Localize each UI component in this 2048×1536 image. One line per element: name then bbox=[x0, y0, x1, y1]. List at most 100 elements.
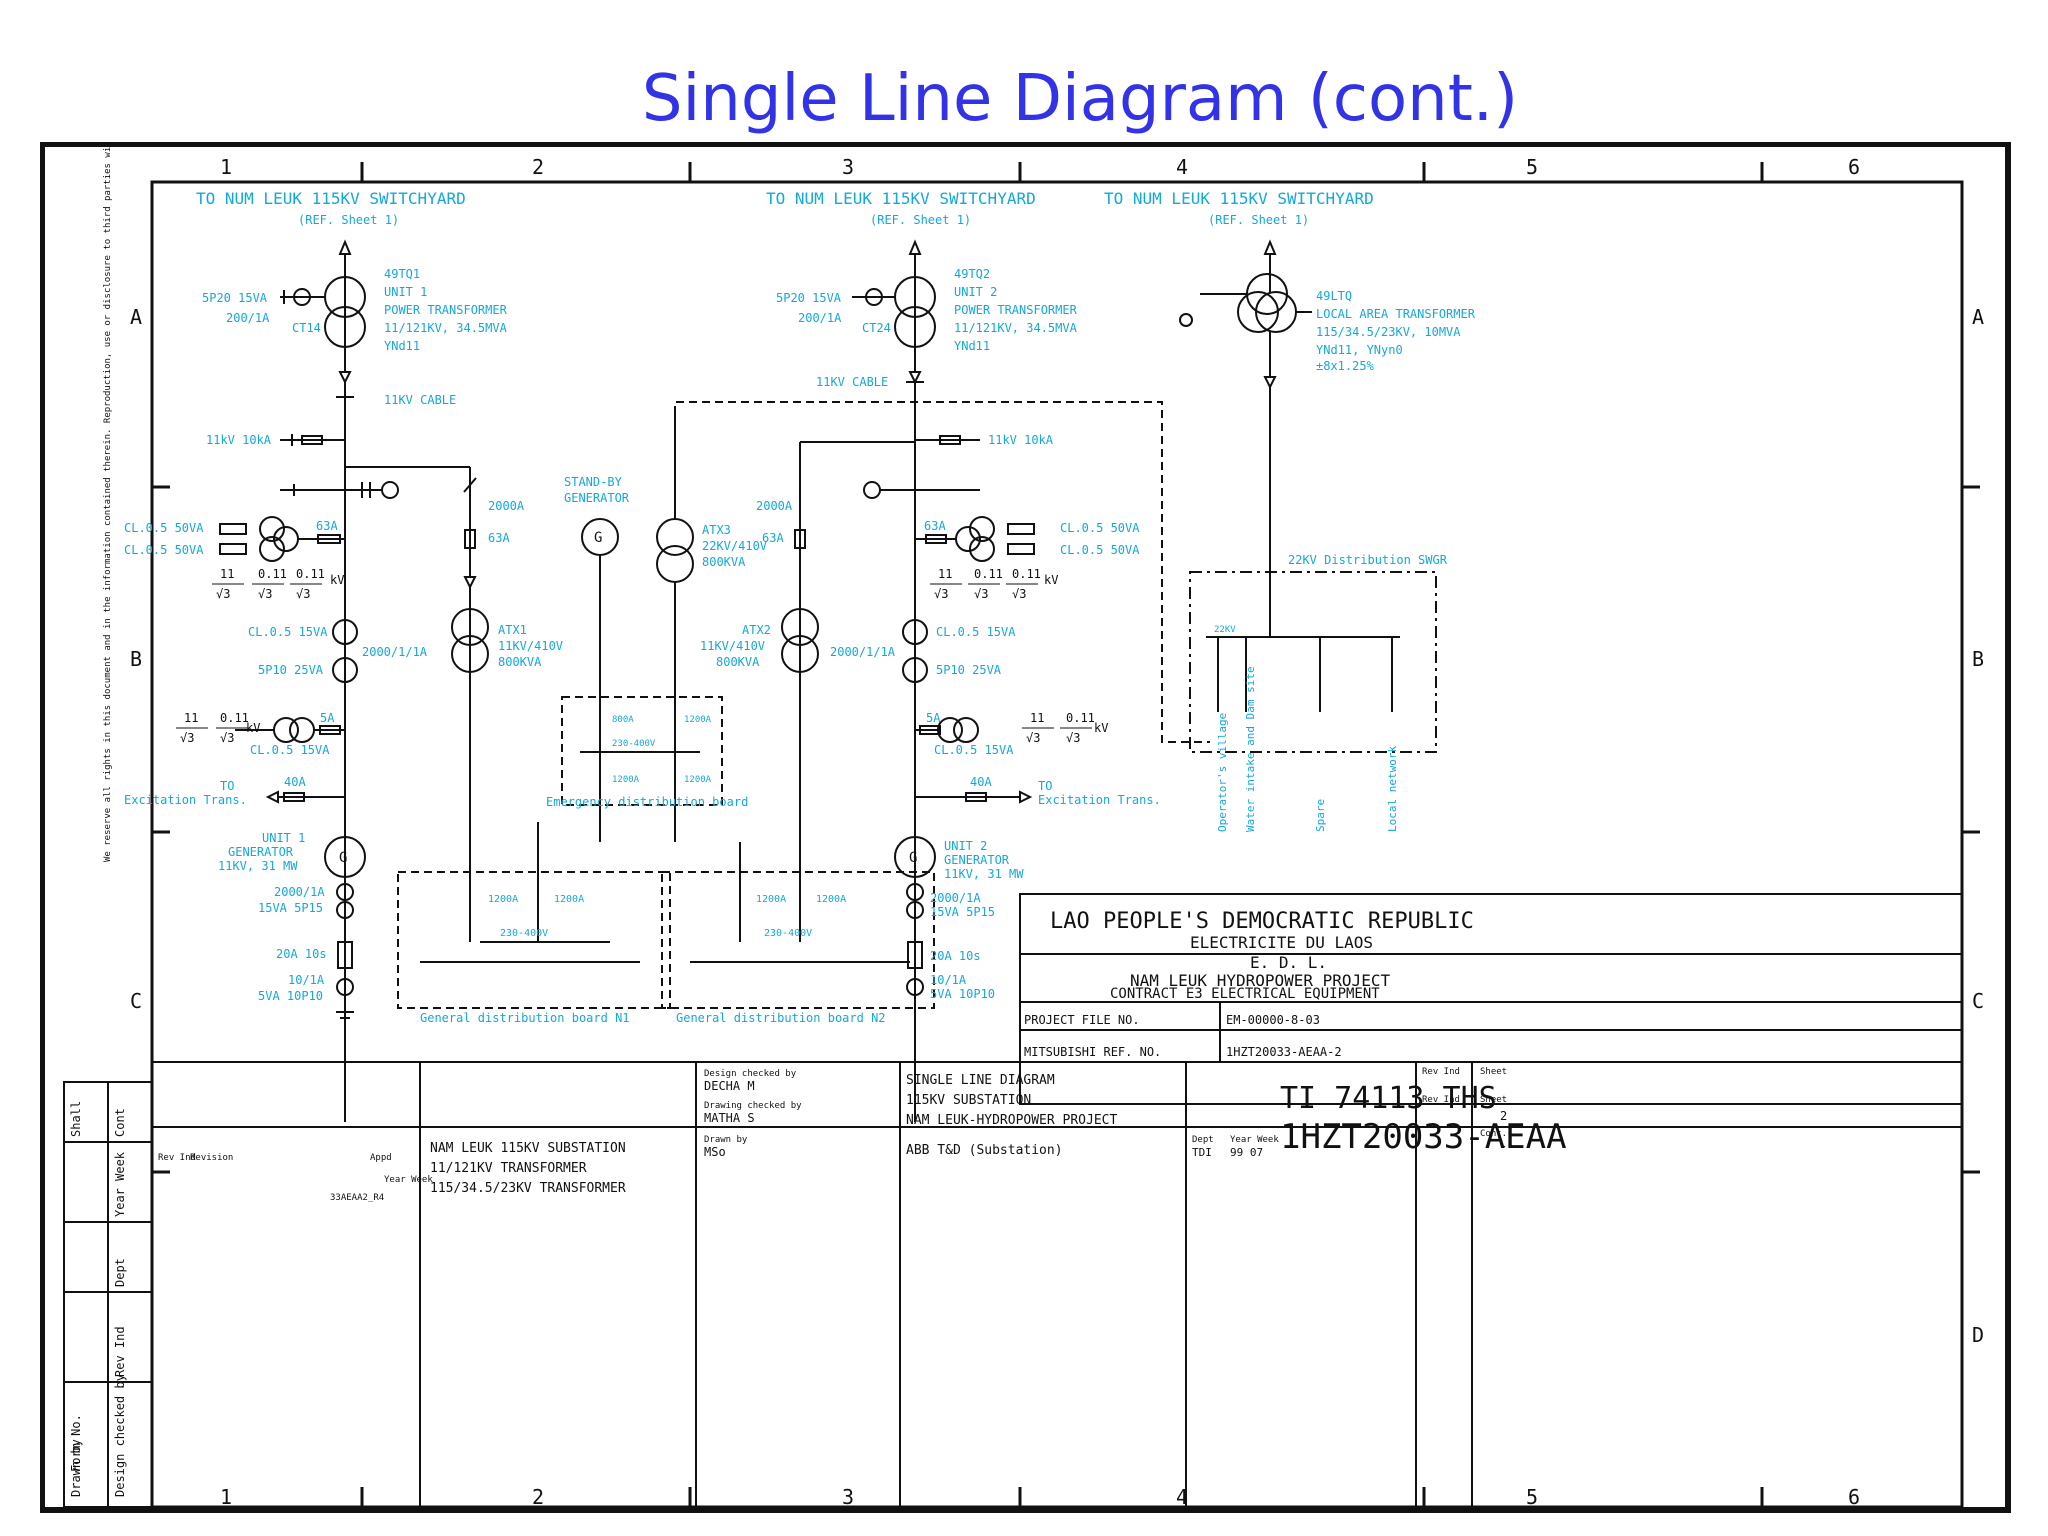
local-top-ref: (REF. Sheet 1) bbox=[1208, 213, 1309, 227]
local-desc: LOCAL AREA TRANSFORMER bbox=[1316, 307, 1476, 321]
single-line-diagram: 1 2 3 4 5 6 1 2 3 4 5 6 A B C A B C D We… bbox=[39, 0, 2011, 1513]
emerg-cb3: 1200A bbox=[612, 775, 640, 785]
svg-text:11: 11 bbox=[938, 567, 952, 581]
svg-text:√3: √3 bbox=[258, 587, 272, 601]
emergency-board bbox=[561, 414, 723, 842]
unit1-ct2-a: CL.0.5 15VA bbox=[248, 625, 328, 639]
unit2-ct2-b: 5P10 25VA bbox=[936, 663, 1002, 677]
col-label-2: 2 bbox=[532, 155, 544, 179]
tb-desc2: 11/121KV TRANSFORMER bbox=[430, 1161, 587, 1176]
atx3-kva: 800KVA bbox=[702, 555, 746, 569]
unit1-ct-ratio: 200/1A bbox=[226, 311, 270, 325]
unit2-g-res: 20A 10s bbox=[930, 949, 981, 963]
tb-dept-value: TDI bbox=[1192, 1146, 1212, 1159]
unit2-vector: YNd11 bbox=[954, 339, 990, 353]
svg-text:√3: √3 bbox=[296, 587, 310, 601]
gdb1-label: General distribution board N1 bbox=[420, 1011, 630, 1025]
tb-rev-label-2: Rev Ind bbox=[1422, 1095, 1460, 1105]
atx1-fuse: 63A bbox=[488, 531, 510, 545]
col-label-3-bottom: 3 bbox=[842, 1485, 854, 1509]
side-form-no: Form No. bbox=[69, 1414, 83, 1472]
svg-text:11: 11 bbox=[1030, 711, 1044, 725]
svg-text:0.11: 0.11 bbox=[1066, 711, 1095, 725]
feeder-operators-village: Operator's village bbox=[1216, 713, 1229, 832]
tb-revision-col: Revision bbox=[190, 1153, 233, 1163]
tb-mr-label: MITSUBISHI REF. NO. bbox=[1024, 1045, 1161, 1059]
emerg-bus: 230-400V bbox=[612, 739, 656, 749]
local-swgr: 22KV Distribution SWGR bbox=[1288, 553, 1448, 567]
unit2-ct2-a: CL.0.5 15VA bbox=[936, 625, 1016, 639]
tb-drc-value: MATHA S bbox=[704, 1111, 755, 1125]
unit1-g-res: 20A 10s bbox=[276, 947, 327, 961]
svg-text:0.11: 0.11 bbox=[220, 711, 249, 725]
tb-dc-label: Design checked by bbox=[704, 1069, 797, 1079]
unit1-exc-label2: Excitation Trans. bbox=[124, 793, 247, 807]
unit1-exc-label: TO bbox=[220, 779, 234, 793]
gdb1-bus: 230-400V bbox=[500, 928, 548, 939]
unit1-unit: UNIT 1 bbox=[384, 285, 427, 299]
local-tap: ±8x1.25% bbox=[1316, 359, 1375, 373]
unit2-ct2-ratio: 2000/1/1A bbox=[830, 645, 896, 659]
col-label-5: 5 bbox=[1526, 155, 1538, 179]
unit2-unit: UNIT 2 bbox=[954, 285, 997, 299]
unit2-cable: 11KV CABLE bbox=[816, 375, 888, 389]
unit1-vt3-class: CL.0.5 15VA bbox=[250, 743, 330, 757]
row-label-b-right: B bbox=[1972, 647, 1984, 671]
row-label-b: B bbox=[130, 647, 142, 671]
svg-text:0.11: 0.11 bbox=[974, 567, 1003, 581]
col-label-4: 4 bbox=[1176, 155, 1188, 179]
tb-rev-label: Rev Ind bbox=[1422, 1067, 1460, 1077]
tb-rev-col: Rev Ind bbox=[158, 1153, 196, 1163]
feeder-local-network: Local network bbox=[1386, 746, 1399, 832]
row-label-c-right: C bbox=[1972, 989, 1984, 1013]
side-design-checked: Design checked by bbox=[113, 1374, 127, 1497]
unit2-exc-label: TO bbox=[1038, 779, 1052, 793]
tb-sheet-value: 2 bbox=[1500, 1109, 1507, 1123]
atx1-cb: 2000A bbox=[488, 499, 525, 513]
unit2-ct-class: 5P20 15VA bbox=[776, 291, 842, 305]
tb-contract: CONTRACT E3 ELECTRICAL EQUIPMENT bbox=[1110, 986, 1380, 1002]
side-cont: Cont bbox=[113, 1108, 127, 1137]
standby-label: STAND-BY bbox=[564, 475, 623, 489]
unit2-vt1: CL.0.5 50VA bbox=[1060, 521, 1140, 535]
svg-text:√3: √3 bbox=[216, 587, 230, 601]
tb-appd-col: Appd bbox=[370, 1153, 392, 1163]
svg-text:kV: kV bbox=[246, 721, 260, 735]
outer-frame bbox=[39, 141, 2011, 1513]
gdb2-cb1: 1200A bbox=[756, 894, 786, 905]
unit2-exc-label2: Excitation Trans. bbox=[1038, 793, 1161, 807]
tb-drc-label: Drawing checked by bbox=[704, 1101, 802, 1111]
tb-yw-value: 99 07 bbox=[1230, 1146, 1263, 1159]
atx3-tag: ATX3 bbox=[702, 523, 731, 537]
svg-text:√3: √3 bbox=[180, 731, 194, 745]
unit2-gen-rating: 11KV, 31 MW bbox=[944, 867, 1024, 881]
unit1-vt3-ratio: 11 √3 0.11 √3 kV bbox=[176, 711, 260, 745]
gdb1-board bbox=[397, 822, 671, 1009]
atx2-fuse: 63A bbox=[762, 531, 784, 545]
atx1-feeder bbox=[345, 466, 489, 912]
unit1-ct2-b: 5P10 25VA bbox=[258, 663, 324, 677]
svg-text:√3: √3 bbox=[1066, 731, 1080, 745]
side-shall: Shall bbox=[69, 1101, 83, 1137]
unit2-breaker: 11kV 10kA bbox=[988, 433, 1054, 447]
unit2-g-vt2: 5VA 10P10 bbox=[930, 987, 995, 1001]
unit2-desc: POWER TRANSFORMER bbox=[954, 303, 1078, 317]
col-label-6-bottom: 6 bbox=[1848, 1485, 1860, 1509]
drawing-sheet: 1 2 3 4 5 6 1 2 3 4 5 6 A B C A B C D We… bbox=[39, 0, 2020, 1526]
tb-yw-label: Year Week bbox=[1230, 1135, 1279, 1145]
tb-pf-label: PROJECT FILE NO. bbox=[1024, 1013, 1140, 1027]
unit1-desc: POWER TRANSFORMER bbox=[384, 303, 508, 317]
emerg-cb1: 800A bbox=[612, 715, 634, 725]
col-label-1: 1 bbox=[220, 155, 232, 179]
unit1-top-label: TO NUM LEUK 115KV SWITCHYARD bbox=[196, 189, 466, 208]
gdb2-bus: 230-400V bbox=[764, 928, 812, 939]
tb-sheet-label-2: Sheet bbox=[1480, 1095, 1507, 1105]
unit1-vector: YNd11 bbox=[384, 339, 420, 353]
atx1-rating: 11KV/410V bbox=[498, 639, 563, 653]
svg-text:0.11: 0.11 bbox=[296, 567, 325, 581]
unit1-gen-name: GENERATOR bbox=[228, 845, 294, 859]
feeder-spare: Spare bbox=[1314, 799, 1327, 832]
row-label-a: A bbox=[130, 305, 142, 329]
svg-text:√3: √3 bbox=[974, 587, 988, 601]
tb-sheet-label: Sheet bbox=[1480, 1067, 1507, 1077]
